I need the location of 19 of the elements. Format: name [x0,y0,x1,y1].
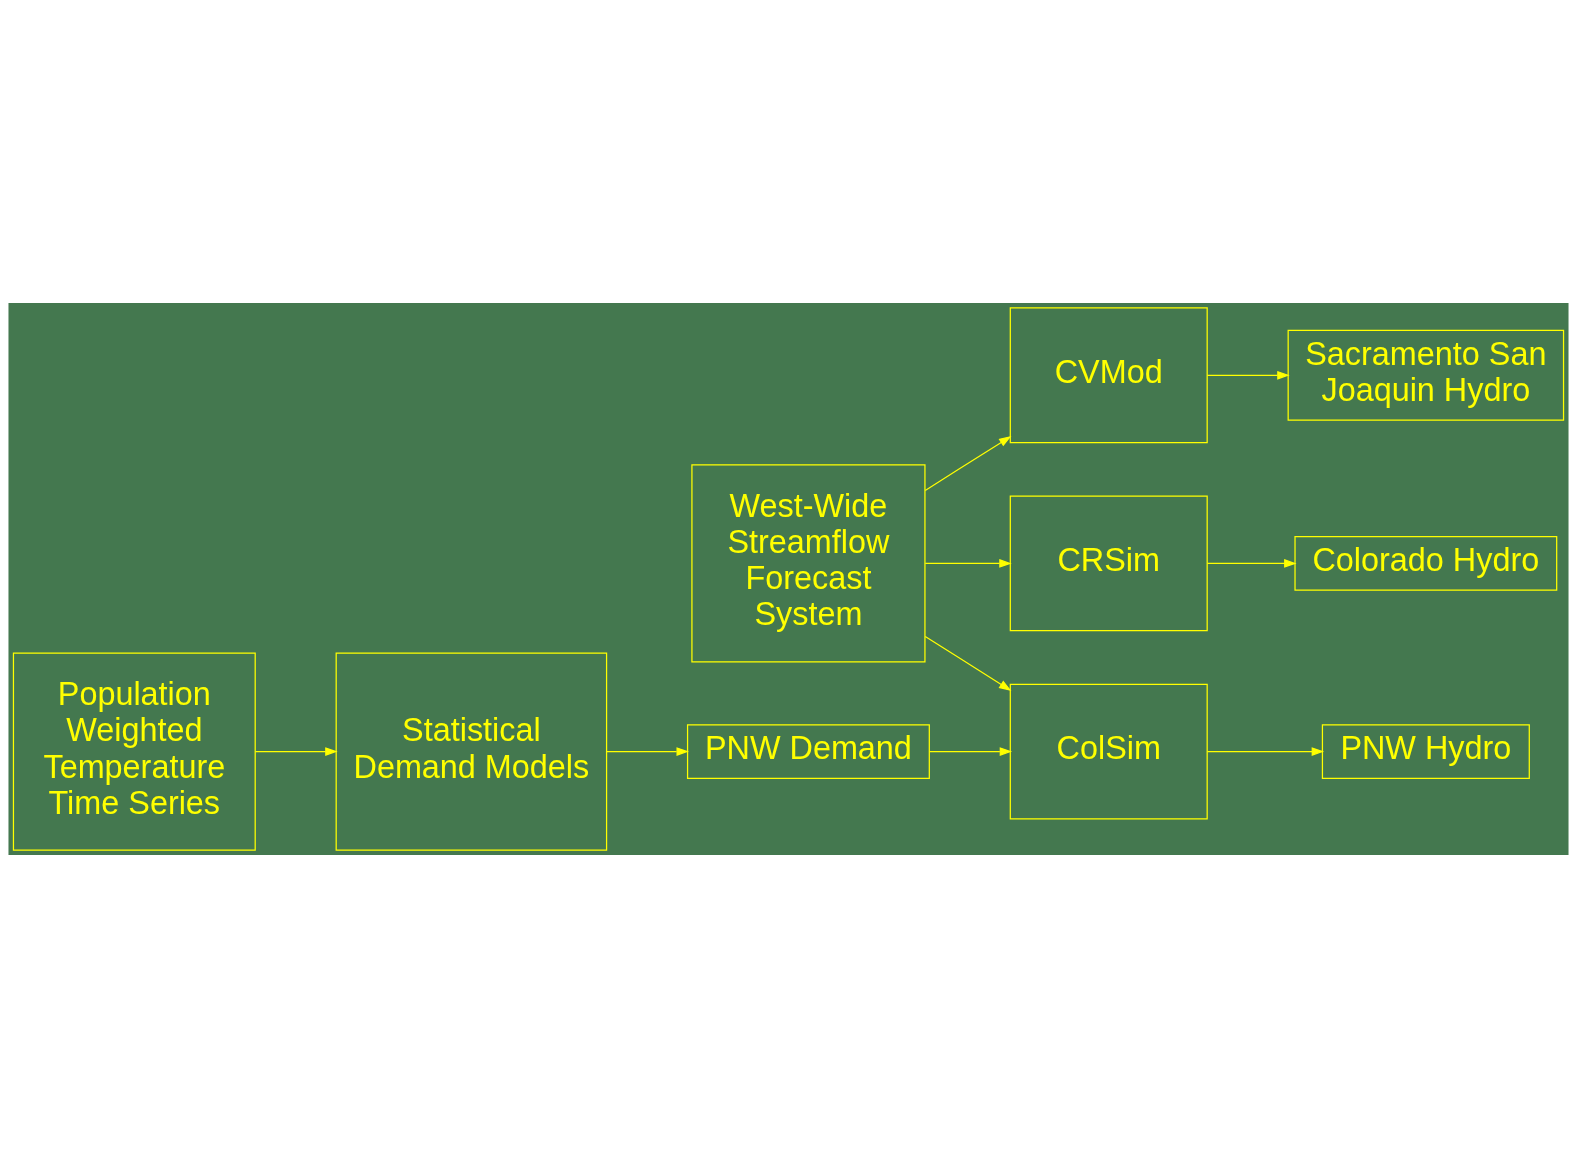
node-box: ColSim [1009,683,1208,820]
arrow [924,559,1012,568]
node-box: Sacramento San Joaquin Hydro [1287,329,1565,421]
arrow [1206,747,1325,756]
node-box: Statistical Demand Models [335,652,608,851]
node-box: Population Weighted Temperature Time Series [12,652,256,851]
node-box: Colorado Hydro [1294,536,1558,591]
arrow [606,747,689,756]
node-box: PNW Demand [686,724,930,779]
arrow [254,747,338,756]
arrow [1206,559,1297,568]
arrow [1206,370,1290,380]
arrow [924,435,1012,492]
arrow [924,635,1012,691]
node-box: CRSim [1009,495,1208,632]
node-box: PNW Hydro [1321,724,1530,779]
node-box: CVMod [1009,307,1208,444]
arrow [928,747,1013,756]
node-box: West-Wide Streamflow Forecast System [691,464,926,663]
